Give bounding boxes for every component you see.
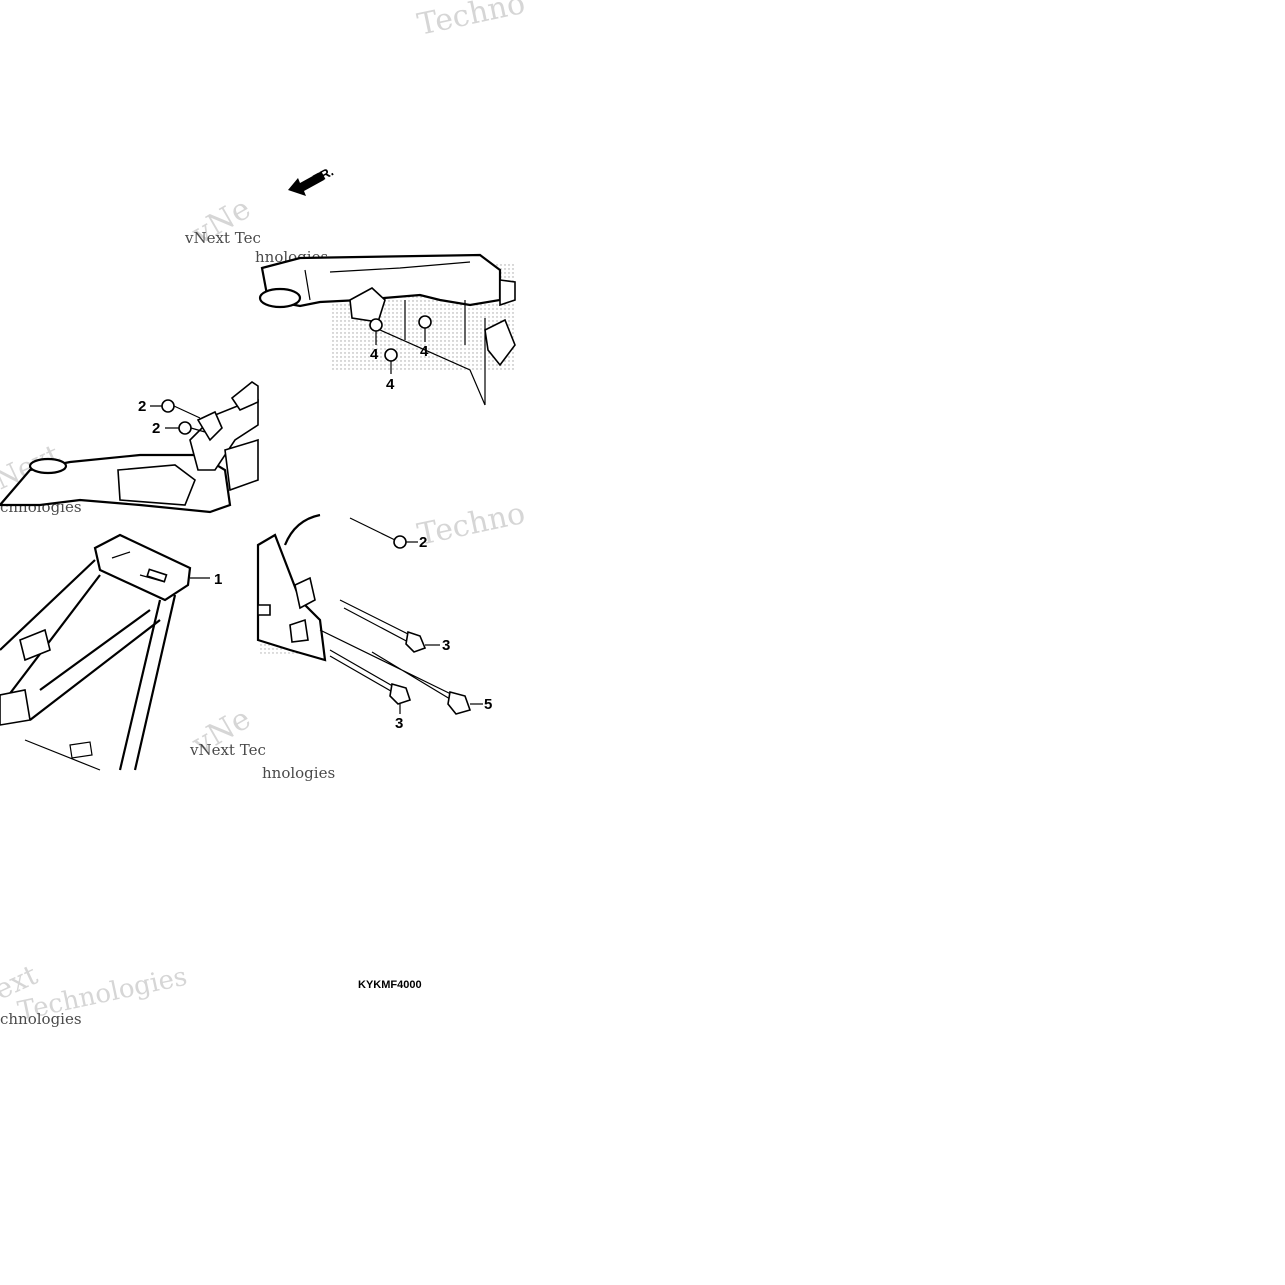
- lower-left-panel: 1: [0, 533, 222, 771]
- nut-4b: [418, 315, 432, 329]
- watermark-text: vNext Tec: [184, 229, 261, 247]
- callout-4: 4: [370, 346, 379, 363]
- watermark-text: Techno: [414, 496, 528, 553]
- callout-2: 2: [152, 420, 160, 437]
- collar-2a: [161, 399, 175, 413]
- nut-4c: [384, 348, 398, 362]
- callout-4: 4: [386, 376, 395, 393]
- callout-2: 2: [138, 398, 146, 415]
- upper-right-panel: 4 4 4: [258, 253, 516, 406]
- watermark-text: chnologies: [0, 1010, 82, 1028]
- callout-1: 1: [214, 571, 222, 588]
- left-middle-panel: 2 2: [0, 381, 259, 514]
- diagram-code: KYKMF4000: [358, 979, 422, 991]
- nut-4a: [369, 318, 383, 332]
- front-direction-arrow: FR.: [288, 164, 336, 196]
- bolt-3b: [389, 682, 412, 705]
- bolt-5: [447, 691, 472, 715]
- callout-3: 3: [395, 715, 403, 732]
- watermark-text: hnologies: [262, 764, 335, 782]
- watermark-text: vNext Tec: [189, 741, 266, 759]
- callout-4: 4: [420, 343, 429, 360]
- lower-right-panel: 3 5 3 2: [256, 513, 492, 732]
- collar-2c: [393, 535, 407, 549]
- callout-5: 5: [484, 696, 492, 713]
- collar-2b: [178, 421, 192, 435]
- watermark-text: Techno: [414, 0, 528, 43]
- bolt-3a: [405, 630, 427, 653]
- callout-2: 2: [419, 534, 427, 551]
- watermark-layer: Techno vNe vNext Tec hnologies Next chno…: [0, 0, 528, 1028]
- callout-3: 3: [442, 637, 450, 654]
